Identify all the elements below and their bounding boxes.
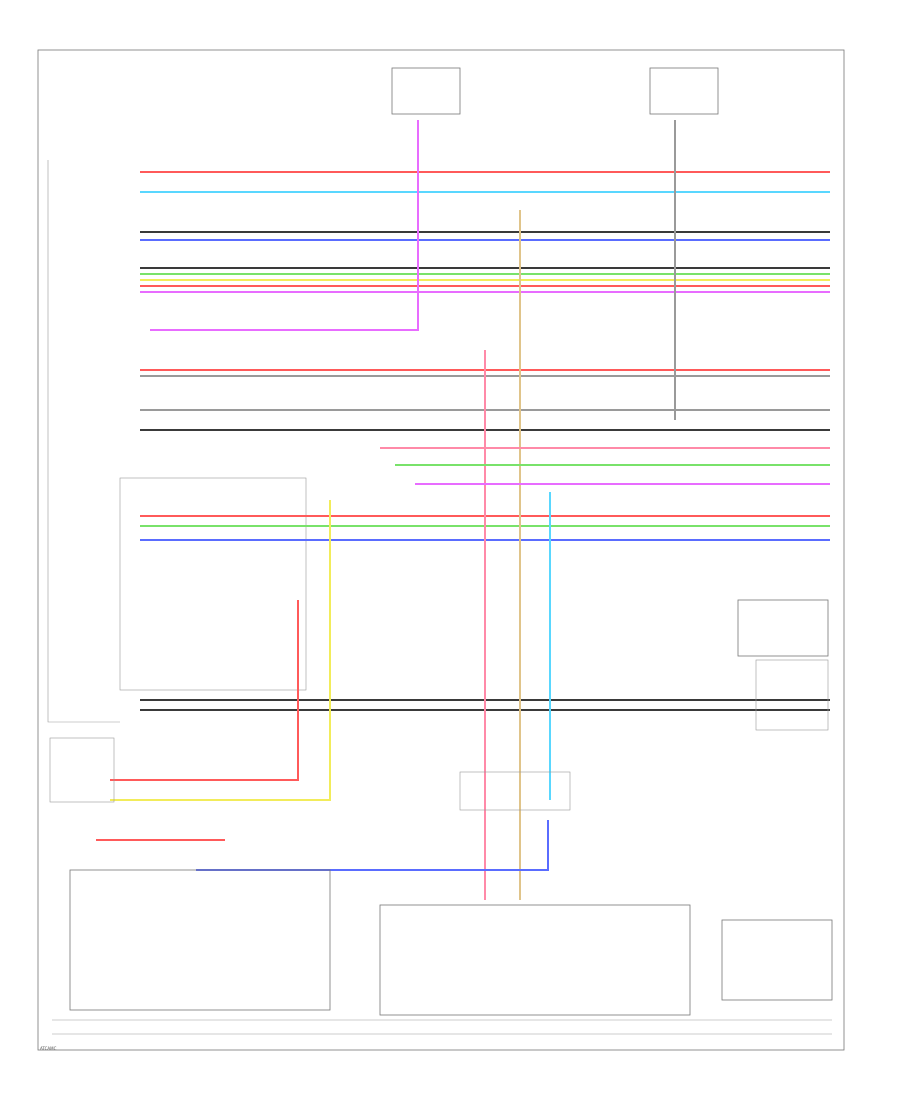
right-bottom-box bbox=[721, 919, 833, 1001]
wire-red-loop bbox=[110, 600, 299, 781]
steering-switch-connector bbox=[459, 771, 571, 811]
wire-blue-bottom bbox=[196, 820, 549, 871]
diagram-frame bbox=[37, 49, 845, 1051]
right-module-box bbox=[737, 599, 829, 657]
right-module-box-2 bbox=[755, 659, 829, 731]
top-relay-box-right bbox=[649, 67, 719, 115]
control-switch-box bbox=[69, 869, 331, 1011]
sub-connector-box bbox=[119, 477, 307, 691]
wire-yellow-loop bbox=[110, 500, 331, 801]
top-relay-box-left bbox=[391, 67, 461, 115]
wire-magenta-vertical bbox=[150, 120, 419, 331]
corner-code: ATCAMC bbox=[40, 1046, 57, 1051]
wire-group-1 bbox=[96, 120, 830, 900]
left-bottom-connector bbox=[49, 737, 115, 803]
main-module-outline bbox=[47, 160, 120, 723]
steering-switch-box bbox=[379, 904, 691, 1016]
